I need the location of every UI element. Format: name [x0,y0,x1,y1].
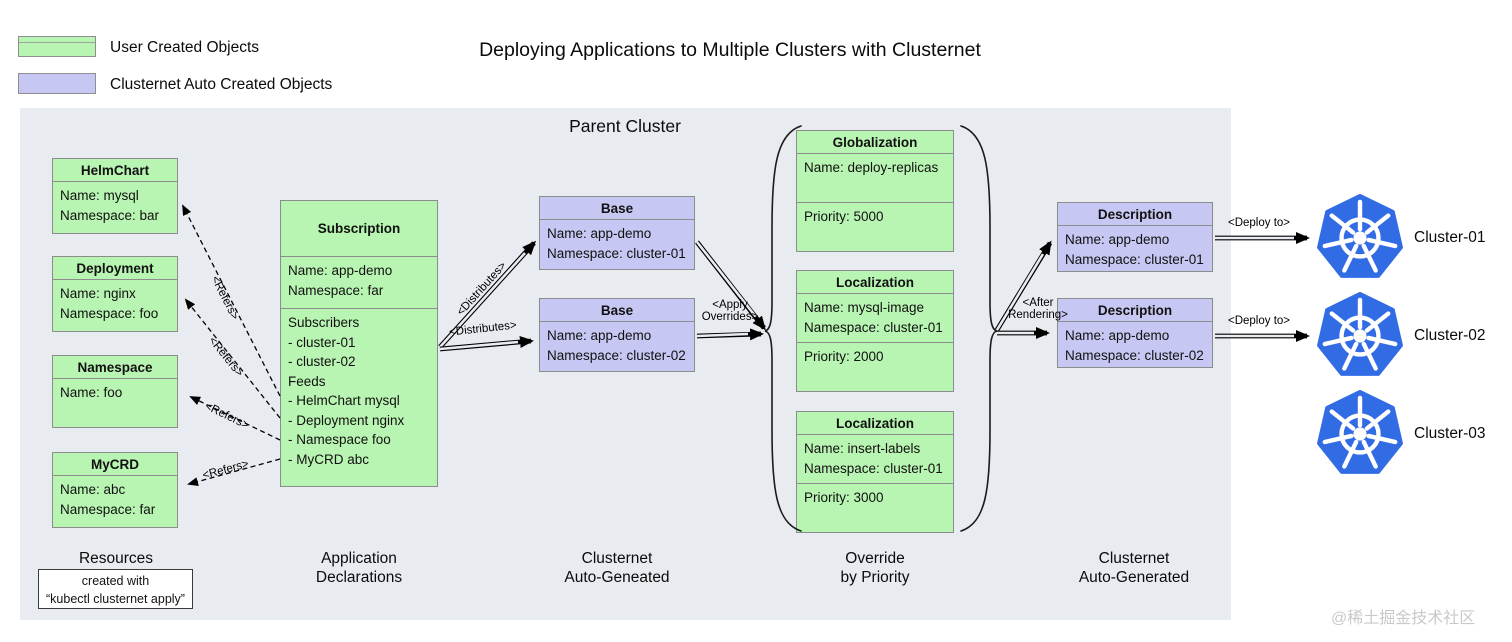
node-deployment-name: Name: nginx [60,286,136,301]
node-helmchart-namespace: Namespace: bar [60,207,160,223]
node-base-2-name: Name: app-demo [547,328,652,343]
node-localization-1: Localization Name: mysql-image Namespace… [796,270,954,392]
deploy-to-label-1: <Deploy to> [1228,217,1291,229]
node-base-1-title: Base [540,197,694,220]
node-description-1-title: Description [1058,203,1212,226]
after-rendering-label: <After Rendering> [1008,297,1068,321]
subscription-feed-3: - Namespace foo [288,432,391,448]
column-label-resources: Resources [78,550,154,567]
column-label-override-by-priority: Override by Priority [840,550,910,587]
node-deployment-title: Deployment [53,257,177,280]
node-deployment-namespace: Namespace: foo [60,305,159,321]
subscription-feeds-heading: Feeds [288,373,326,389]
column-label-clusternet-auto-generated-1: Clusternet Auto-Geneated [564,550,670,587]
kubernetes-icon [1317,194,1403,278]
localization-1-namespace: Namespace: cluster-01 [804,319,943,335]
node-base-1: Base Name: app-demo Namespace: cluster-0… [539,196,695,270]
node-base-2-title: Base [540,299,694,322]
node-mycrd-name: Name: abc [60,482,126,497]
subscription-name: Name: app-demo [288,263,393,278]
node-base-1-name: Name: app-demo [547,226,652,241]
cluster-01-label: Cluster-01 [1414,229,1486,246]
node-namespace: Namespace Name: foo [52,355,178,428]
created-with-note: created with “kubectl clusternet apply” [38,569,193,609]
subscription-subscriber-1: - cluster-01 [288,334,356,350]
node-localization-2-meta: Name: insert-labels Namespace: cluster-0… [797,435,953,483]
localization-2-name: Name: insert-labels [804,441,921,456]
globalization-name: Name: deploy-replicas [804,160,939,175]
parent-cluster-label: Parent Cluster [569,116,681,136]
node-description-2-namespace: Namespace: cluster-02 [1065,347,1204,363]
deploy-to-label-2: <Deploy to> [1228,315,1291,327]
node-description-2-title: Description [1058,299,1212,322]
subscription-feed-2: - Deployment nginx [288,412,405,428]
subscription-feed-4: - MyCRD abc [288,451,370,467]
node-description-1-name: Name: app-demo [1065,232,1170,247]
node-mycrd-namespace: Namespace: far [60,501,156,517]
node-helmchart-title: HelmChart [53,159,177,182]
node-helmchart: HelmChart Name: mysql Namespace: bar [52,158,178,234]
node-subscription-spec: Subscribers - cluster-01 - cluster-02 Fe… [281,308,437,487]
cluster-03-label: Cluster-03 [1414,425,1486,442]
node-globalization-priority: Priority: 5000 [797,202,953,252]
apply-overrides-label: <Apply Overrides> [701,299,759,323]
diagram-title: Deploying Applications to Multiple Clust… [479,39,981,61]
node-helmchart-name: Name: mysql [60,188,139,203]
node-deployment: Deployment Name: nginx Namespace: foo [52,256,178,332]
node-globalization: Globalization Name: deploy-replicas Prio… [796,130,954,252]
node-namespace-name: Name: foo [60,385,123,400]
node-namespace-title: Namespace [53,356,177,379]
node-subscription-meta: Name: app-demo Namespace: far [281,256,437,308]
node-globalization-meta: Name: deploy-replicas [797,154,953,202]
node-base-2-namespace: Namespace: cluster-02 [547,347,686,363]
node-localization-2: Localization Name: insert-labels Namespa… [796,411,954,533]
subscription-feed-1: - HelmChart mysql [288,393,400,409]
node-description-1: Description Name: app-demo Namespace: cl… [1057,202,1213,272]
node-description-2: Description Name: app-demo Namespace: cl… [1057,298,1213,368]
legend-swatch-auto-created [18,73,96,94]
legend-swatch-user-created [18,36,96,57]
node-mycrd: MyCRD Name: abc Namespace: far [52,452,178,528]
node-globalization-title: Globalization [797,131,953,154]
node-base-2: Base Name: app-demo Namespace: cluster-0… [539,298,695,372]
subscription-subscriber-2: - cluster-02 [288,354,356,370]
node-subscription-title: Subscription [317,221,401,236]
localization-2-namespace: Namespace: cluster-01 [804,460,943,476]
kubernetes-icon [1317,292,1403,376]
node-subscription: Subscription Name: app-demo Namespace: f… [280,200,438,487]
column-label-clusternet-auto-generated-2: Clusternet Auto-Generated [1078,550,1190,587]
node-description-2-name: Name: app-demo [1065,328,1170,343]
node-localization-1-meta: Name: mysql-image Namespace: cluster-01 [797,294,953,342]
node-localization-1-title: Localization [797,271,953,294]
localization-1-name: Name: mysql-image [804,300,925,315]
cluster-02-label: Cluster-02 [1414,327,1486,344]
legend-label-user-created: User Created Objects [110,39,260,56]
node-localization-1-priority: Priority: 2000 [797,342,953,392]
node-mycrd-title: MyCRD [53,453,177,476]
subscription-subscribers-heading: Subscribers [288,315,360,330]
node-base-1-namespace: Namespace: cluster-01 [547,245,686,261]
node-localization-2-priority: Priority: 3000 [797,483,953,533]
legend-label-auto-created: Clusternet Auto Created Objects [110,76,333,93]
subscription-namespace: Namespace: far [288,282,384,298]
column-label-application-declarations: Application Declarations [315,550,403,587]
node-description-1-namespace: Namespace: cluster-01 [1065,251,1204,267]
kubernetes-icon [1317,390,1403,474]
node-localization-2-title: Localization [797,412,953,435]
watermark: @稀土掘金技术社区 [1331,610,1476,627]
